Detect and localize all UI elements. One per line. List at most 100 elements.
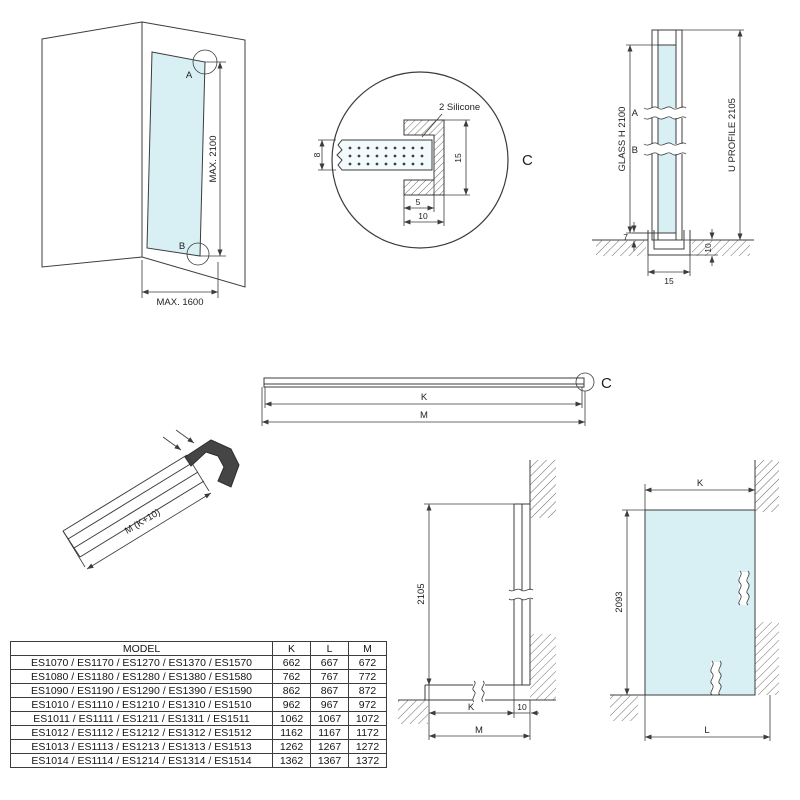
dim-m-label: M <box>420 410 428 421</box>
insert-arrows <box>162 429 195 451</box>
header-model: MODEL <box>10 641 273 656</box>
glass-elevation-view: K 2093 L <box>610 460 779 741</box>
floor-hatch <box>610 695 638 721</box>
dim-m: M <box>261 387 586 426</box>
cell-m: 872 <box>348 683 387 698</box>
wall-hatch-top <box>530 460 556 518</box>
dim-7-label: 7 <box>623 232 628 242</box>
table-row: ES1013 / ES1113 / ES1213 / ES1313 / ES15… <box>10 739 387 754</box>
section-view: A B GLASS H 2100 U PROFILE <box>592 29 754 286</box>
dim-height-2093: 2093 <box>614 509 645 695</box>
dim-channel-height: 15 <box>444 119 470 196</box>
dim-k-label: K <box>697 478 704 489</box>
dim-8-label: 8 <box>312 152 322 157</box>
dim-k-label: K <box>421 392 428 403</box>
cell-m: 772 <box>348 669 387 684</box>
cell-l: 1267 <box>310 739 349 754</box>
glass-height-label: GLASS H 2100 <box>617 107 628 172</box>
glass-edge-section <box>336 139 433 171</box>
cell-l: 867 <box>310 683 349 698</box>
floor <box>592 239 754 256</box>
cell-k: 1062 <box>272 711 311 726</box>
table-row: ES1090 / ES1190 / ES1290 / ES1390 / ES15… <box>10 683 387 698</box>
cell-m: 1372 <box>348 753 387 768</box>
silicone-callout-label: 2 Silicone <box>439 102 480 113</box>
cell-k: 662 <box>272 655 311 670</box>
silicone-callout: 2 Silicone <box>421 102 480 138</box>
cell-k: 1362 <box>272 753 311 768</box>
wall-hatch-bottom <box>530 634 556 700</box>
dim-l: L <box>644 695 771 741</box>
cell-m: 672 <box>348 655 387 670</box>
floor <box>610 694 755 721</box>
cell-k: 1162 <box>272 725 311 740</box>
dim-m-label: M <box>475 725 483 736</box>
profile-bar <box>263 377 585 388</box>
cell-model: ES1012 / ES1112 / ES1212 / ES1312 / ES15… <box>10 725 273 740</box>
cell-k: 762 <box>272 669 311 684</box>
silicone-dots <box>348 146 424 166</box>
dim-7: 7 <box>623 222 658 251</box>
dim-10-label: 10 <box>418 211 428 221</box>
dim-5-label: 5 <box>416 197 421 207</box>
wall-panel-left <box>41 21 143 268</box>
dim-profile-height: U PROFILE 2105 <box>682 29 744 241</box>
marker-a-label: A <box>632 108 639 119</box>
dim-10-label: 10 <box>517 702 527 712</box>
dim-max-height-label: MAX. 2100 <box>208 136 219 183</box>
dim-k: K <box>644 478 755 510</box>
wall-hatch-top <box>755 460 779 512</box>
cell-m: 1072 <box>348 711 387 726</box>
table-row: ES1014 / ES1114 / ES1214 / ES1314 / ES15… <box>10 753 387 768</box>
marker-c-label: C <box>522 152 533 169</box>
dim-glass-thickness: 8 <box>312 139 336 171</box>
floor-channel <box>647 230 691 256</box>
cell-m: 1272 <box>348 739 387 754</box>
glass-break-right <box>738 570 750 606</box>
dim-max-height: MAX. 2100 <box>200 61 226 257</box>
glass-strip <box>657 44 677 234</box>
dim-10: 10 <box>690 229 718 266</box>
cell-l: 1067 <box>310 711 349 726</box>
cell-l: 667 <box>310 655 349 670</box>
dim-outer-width: 10 <box>404 211 444 225</box>
break-b: B <box>632 142 690 156</box>
cell-model: ES1014 / ES1114 / ES1214 / ES1314 / ES15… <box>10 753 273 768</box>
cell-k: 962 <box>272 697 311 712</box>
profile-break <box>508 588 534 601</box>
floor-hatch-right <box>692 240 750 256</box>
marker-b-label: B <box>179 241 185 252</box>
cell-k: 1262 <box>272 739 311 754</box>
cell-l: 967 <box>310 697 349 712</box>
dim-15-label: 15 <box>664 276 674 286</box>
header-l: L <box>310 641 349 656</box>
cell-model: ES1013 / ES1113 / ES1213 / ES1313 / ES15… <box>10 739 273 754</box>
cell-l: 767 <box>310 669 349 684</box>
dim-m: M <box>429 718 531 740</box>
cell-model: ES1011 / ES1111 / ES1211 / ES1311 / ES15… <box>10 711 273 726</box>
cell-model: ES1010 / ES1110 / ES1210 / ES1310 / ES15… <box>10 697 273 712</box>
dim-max-width-label: MAX. 1600 <box>157 297 204 308</box>
dim-max-width: MAX. 1600 <box>141 260 219 308</box>
dim-15: 15 <box>647 255 691 286</box>
dim-2093-label: 2093 <box>614 591 625 612</box>
u-profile-section <box>403 119 445 196</box>
marker-b-label: B <box>632 145 638 156</box>
cell-model: ES1090 / ES1190 / ES1290 / ES1390 / ES15… <box>10 683 273 698</box>
table-row: ES1011 / ES1111 / ES1211 / ES1311 / ES15… <box>10 711 387 726</box>
front-elevation-view: 2105 K 10 M <box>398 460 556 740</box>
dim-k-label: K <box>468 702 475 713</box>
table-row: ES1012 / ES1112 / ES1212 / ES1312 / ES15… <box>10 725 387 740</box>
cell-m: 972 <box>348 697 387 712</box>
glass-panel <box>146 51 206 257</box>
table-header-row: MODEL K L M <box>10 641 387 656</box>
floor-hatch-left <box>596 240 646 256</box>
profile-body <box>62 454 205 558</box>
model-table: MODEL K L M ES1070 / ES1170 / ES1270 / E… <box>10 641 387 768</box>
cell-model: ES1080 / ES1180 / ES1280 / ES1380 / ES15… <box>10 669 273 684</box>
cell-l: 1167 <box>310 725 349 740</box>
profile-bar-view: C K M <box>261 372 612 426</box>
marker-c-label: C <box>601 375 612 392</box>
wall-hatch-bottom <box>755 622 779 695</box>
